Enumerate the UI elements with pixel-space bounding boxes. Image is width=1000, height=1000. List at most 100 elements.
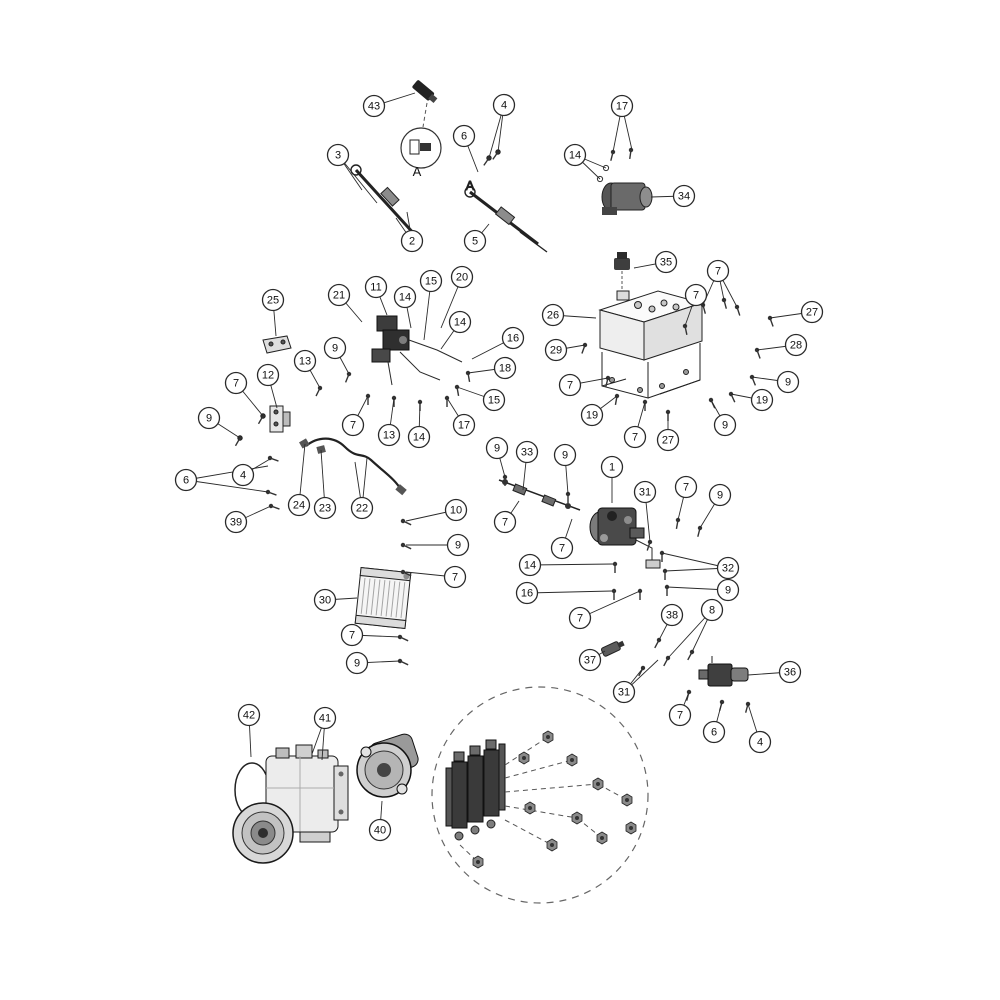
svg-text:18: 18 [499, 362, 511, 374]
svg-text:13: 13 [383, 429, 395, 441]
callout-14: 14 [518, 553, 542, 577]
callout-14: 14 [407, 425, 431, 449]
callout-12: 12 [256, 363, 280, 387]
callout-6: 6 [452, 124, 476, 148]
svg-text:7: 7 [683, 481, 689, 493]
solenoid-valve-item-36 [683, 656, 752, 714]
svg-text:42: 42 [243, 709, 255, 721]
callout-13: 13 [293, 349, 317, 373]
svg-text:14: 14 [524, 559, 536, 571]
svg-text:23: 23 [319, 502, 331, 514]
callout-39: 39 [224, 510, 248, 534]
detail-view-a: A [400, 127, 442, 179]
hose-item-22 [299, 437, 407, 496]
callout-16: 16 [501, 326, 525, 350]
callout-23: 23 [313, 496, 337, 520]
callout-27: 27 [800, 300, 824, 324]
callout-25: 25 [261, 288, 285, 312]
callout-20: 20 [450, 265, 474, 289]
callout-9: 9 [708, 483, 732, 507]
svg-text:9: 9 [354, 657, 360, 669]
callout-33: 33 [515, 440, 539, 464]
svg-text:4: 4 [240, 469, 246, 481]
svg-text:28: 28 [790, 339, 802, 351]
svg-text:9: 9 [717, 489, 723, 501]
callout-4: 4 [748, 730, 772, 754]
callout-6: 6 [174, 468, 198, 492]
detail-a-caption: A [413, 164, 422, 179]
svg-text:7: 7 [502, 516, 508, 528]
svg-text:13: 13 [299, 355, 311, 367]
callout-13: 13 [377, 423, 401, 447]
callout-9: 9 [446, 533, 470, 557]
callout-7: 7 [550, 536, 574, 560]
svg-text:11: 11 [370, 281, 381, 293]
svg-text:26: 26 [547, 309, 559, 321]
callout-31: 31 [612, 680, 636, 704]
bracket-item-12 [232, 405, 291, 448]
callout-40: 40 [368, 818, 392, 842]
callout-28: 28 [784, 333, 808, 357]
callout-9: 9 [197, 406, 221, 430]
svg-text:43: 43 [368, 100, 380, 112]
svg-text:7: 7 [632, 431, 638, 443]
svg-text:27: 27 [662, 434, 674, 446]
svg-text:40: 40 [374, 824, 386, 836]
callout-7: 7 [340, 623, 364, 647]
svg-text:24: 24 [293, 499, 305, 511]
svg-text:17: 17 [616, 100, 628, 112]
control-valve-item-11 [313, 315, 473, 412]
callout-37: 37 [578, 648, 602, 672]
callout-9: 9 [716, 578, 740, 602]
callout-9: 9 [485, 436, 509, 460]
svg-text:32: 32 [722, 562, 734, 574]
svg-text:9: 9 [455, 539, 461, 551]
callout-9: 9 [345, 651, 369, 675]
callout-2: 2 [400, 229, 424, 253]
callout-4: 4 [492, 93, 516, 117]
callout-7: 7 [706, 259, 730, 283]
callout-19: 19 [580, 403, 604, 427]
callout-30: 30 [313, 588, 337, 612]
svg-text:14: 14 [399, 291, 411, 303]
svg-text:35: 35 [660, 256, 672, 268]
hydrostatic-pump-item-41 [232, 744, 349, 864]
callout-42: 42 [237, 703, 261, 727]
svg-text:4: 4 [501, 99, 507, 111]
svg-text:31: 31 [618, 686, 630, 698]
callout-9: 9 [553, 443, 577, 467]
callout-7: 7 [224, 371, 248, 395]
callout-3: 3 [326, 143, 350, 167]
callout-19: 19 [750, 388, 774, 412]
gear-pump-item-40 [356, 733, 419, 798]
svg-text:38: 38 [666, 609, 678, 621]
svg-text:7: 7 [233, 377, 239, 389]
tie-rod-assembly-upper [350, 164, 421, 241]
callout-15: 15 [419, 269, 443, 293]
callout-7: 7 [668, 703, 692, 727]
detail-a-pointer: A [466, 178, 475, 193]
svg-text:33: 33 [521, 446, 533, 458]
callout-4: 4 [231, 463, 255, 487]
svg-text:7: 7 [349, 629, 355, 641]
svg-text:3: 3 [335, 149, 341, 161]
callout-9: 9 [776, 370, 800, 394]
callout-10: 10 [444, 498, 468, 522]
gear-pump-item-1 [502, 474, 704, 601]
callout-8: 8 [700, 598, 724, 622]
svg-text:8: 8 [709, 604, 715, 616]
svg-text:14: 14 [569, 149, 581, 161]
callout-15: 15 [482, 388, 506, 412]
callout-7: 7 [493, 510, 517, 534]
callout-17: 17 [452, 413, 476, 437]
svg-text:16: 16 [521, 587, 533, 599]
svg-text:7: 7 [577, 612, 583, 624]
fitting-assembly-item-33 [498, 479, 581, 511]
callout-43: 43 [362, 94, 386, 118]
svg-text:36: 36 [784, 666, 796, 678]
callout-35: 35 [654, 250, 678, 274]
screw-item-43 [412, 80, 438, 128]
callout-41: 41 [313, 706, 337, 730]
callout-32: 32 [716, 556, 740, 580]
